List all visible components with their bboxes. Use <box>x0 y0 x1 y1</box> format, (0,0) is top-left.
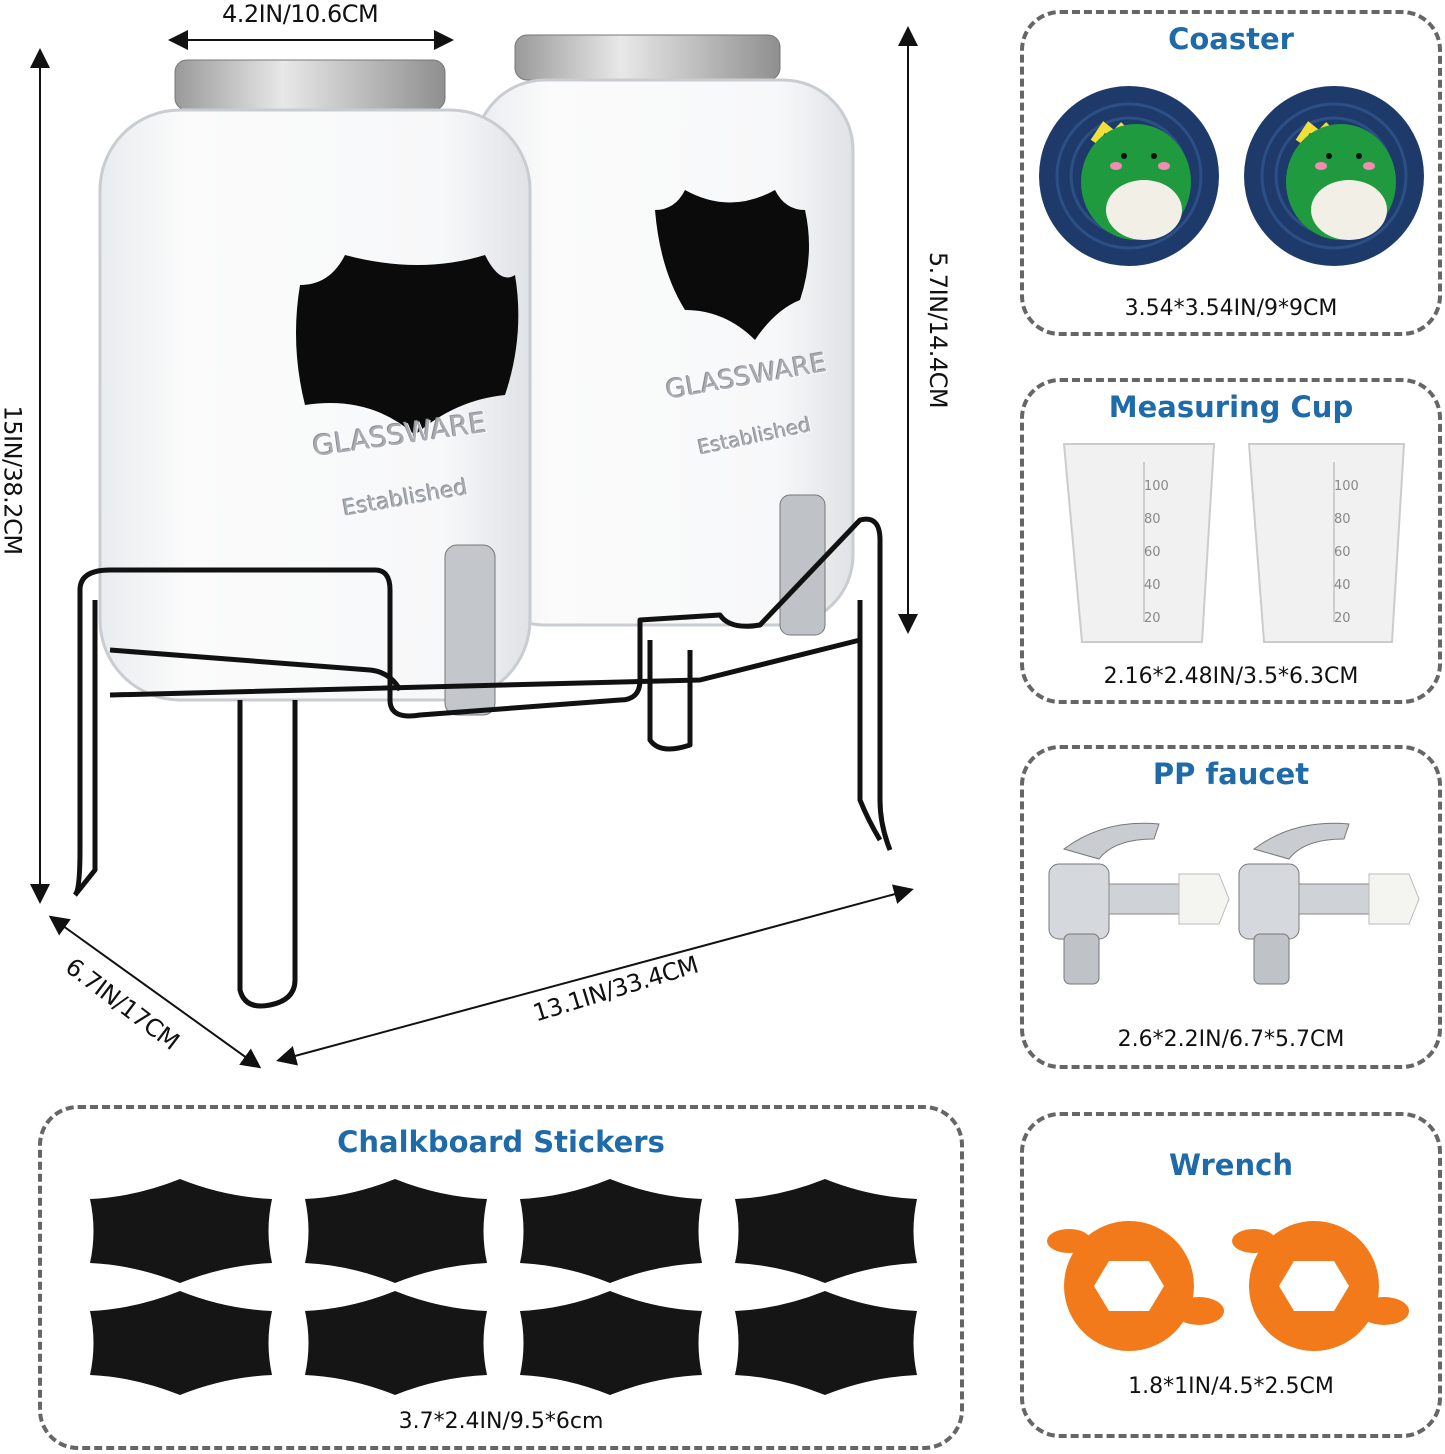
wrench-left <box>1047 1221 1224 1351</box>
total-height-label: 15IN/38.2CM <box>0 405 27 555</box>
faucet-images <box>1048 822 1420 985</box>
wrench-size: 1.8*1IN/4.5*2.5CM <box>1128 1374 1334 1399</box>
cup-left <box>1062 443 1216 643</box>
cup-mark: 20 <box>1144 611 1161 626</box>
width-arrow <box>276 884 914 1066</box>
jar-front <box>98 59 532 716</box>
measuring-cup-size: 2.16*2.48IN/3.5*6.3CM <box>1103 664 1359 689</box>
sticker-images <box>90 1179 917 1395</box>
measuring-cup-images <box>1062 443 1406 643</box>
dispenser-illustration <box>30 25 918 1069</box>
cup-mark: 100 <box>1334 479 1359 494</box>
chalkboard-sticker <box>735 1179 917 1283</box>
chalkboard-sticker <box>305 1291 487 1395</box>
cup-mark: 80 <box>1334 512 1351 527</box>
cup-mark: 40 <box>1144 578 1161 593</box>
measuring-cup-title: Measuring Cup <box>1108 390 1354 424</box>
coaster-right <box>1244 86 1424 266</box>
chalkboard-sticker <box>520 1179 702 1283</box>
wrench-title: Wrench <box>1169 1148 1293 1182</box>
faucet-title: PP faucet <box>1152 757 1310 791</box>
cup-mark: 60 <box>1334 545 1351 560</box>
faucet-panel: PP faucet 2.6*2.2IN/6.7*5.7CM <box>1020 745 1442 1069</box>
cup-mark: 20 <box>1334 611 1351 626</box>
wrench-images <box>1047 1221 1409 1351</box>
chalkboard-sticker <box>520 1291 702 1395</box>
cup-mark: 80 <box>1144 512 1161 527</box>
depth-arrow <box>48 915 262 1069</box>
wrench-right <box>1232 1221 1409 1351</box>
chalkboard-sticker <box>90 1291 272 1395</box>
coaster-size: 3.54*3.54IN/9*9CM <box>1124 296 1338 321</box>
cup-mark: 100 <box>1144 479 1169 494</box>
jar-back <box>473 34 855 636</box>
chalkboard-sticker <box>90 1179 272 1283</box>
stickers-title: Chalkboard Stickers <box>337 1125 665 1159</box>
jar-width-label: 4.2IN/10.6CM <box>222 0 379 28</box>
faucet-left <box>1048 822 1230 985</box>
coaster-title: Coaster <box>1168 22 1294 56</box>
cup-right <box>1247 443 1406 643</box>
coaster-left <box>1039 86 1219 266</box>
coaster-panel: Coaster 3.54*3 <box>1020 10 1442 336</box>
wire-stand <box>72 516 893 1009</box>
stickers-size: 3.7*2.4IN/9.5*6cm <box>398 1409 604 1434</box>
faucet-size: 2.6*2.2IN/6.7*5.7CM <box>1117 1027 1345 1052</box>
cup-mark: 60 <box>1144 545 1161 560</box>
chalkboard-sticker <box>735 1291 917 1395</box>
measuring-cup-panel: Measuring Cup 100 80 60 40 20 100 80 60 … <box>1020 378 1442 704</box>
faucet-right <box>1238 822 1420 985</box>
chalkboard-sticker <box>305 1179 487 1283</box>
wrench-panel: Wrench 1.8*1IN/4.5*2.5CM <box>1020 1112 1442 1438</box>
cup-mark: 40 <box>1334 578 1351 593</box>
jar-height-label: 5.7IN/14.4CM <box>924 251 953 409</box>
stickers-panel: Chalkboard Stickers 3.7*2.4IN/9.5*6cm <box>38 1105 964 1450</box>
coaster-images <box>1039 86 1424 266</box>
